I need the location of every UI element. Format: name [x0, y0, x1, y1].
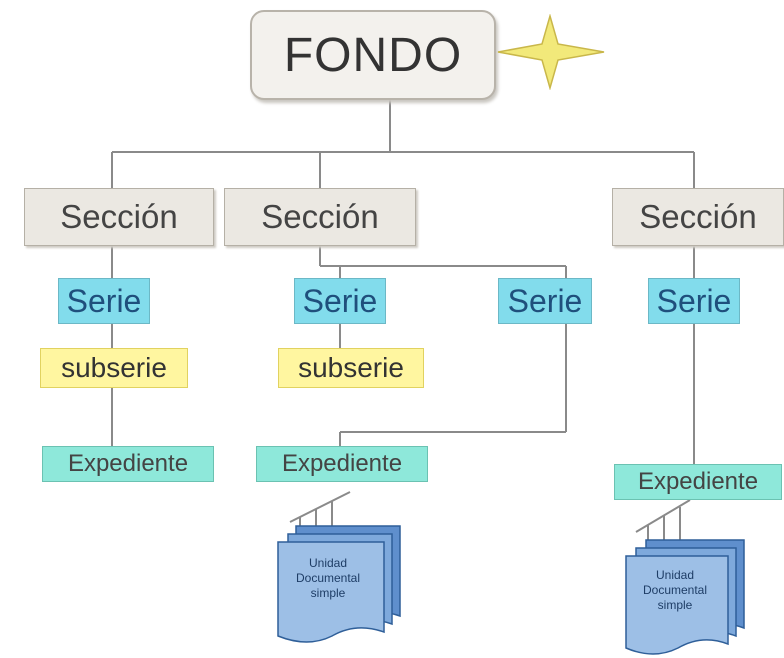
expediente-node-3: Expediente	[614, 464, 782, 500]
document-line: Documental	[642, 583, 708, 597]
serie-node-2: Serie	[294, 278, 386, 324]
section-label: Sección	[60, 198, 178, 235]
section-node-2: Sección	[224, 188, 416, 246]
document-icon	[277, 525, 401, 643]
fondo-label: FONDO	[283, 28, 463, 82]
document-line: Unidad	[308, 556, 348, 570]
serie-label: Serie	[66, 282, 142, 319]
expediente-node-1: Expediente	[42, 446, 214, 482]
fondo-node: FONDO	[250, 10, 496, 100]
serie-label: Serie	[302, 282, 378, 319]
document-line: Documental	[295, 571, 361, 585]
subserie-label: subserie	[298, 352, 404, 383]
document-stack-1: Unidad Documental simple	[272, 520, 412, 644]
subserie-label: subserie	[61, 352, 167, 383]
serie-label: Serie	[656, 282, 732, 319]
serie-node-4: Serie	[648, 278, 740, 324]
expediente-node-2: Expediente	[256, 446, 428, 482]
section-node-3: Sección	[612, 188, 784, 246]
serie-node-3: Serie	[498, 278, 592, 324]
serie-node-1: Serie	[58, 278, 150, 324]
expediente-label: Expediente	[281, 450, 403, 477]
subserie-node-2: subserie	[278, 348, 424, 388]
document-caption: Unidad Documental simple	[272, 556, 384, 601]
document-caption: Unidad Documental simple	[622, 568, 728, 613]
section-label: Sección	[261, 198, 379, 235]
expediente-label: Expediente	[637, 468, 759, 495]
document-icon	[625, 539, 745, 655]
subserie-node-1: subserie	[40, 348, 188, 388]
serie-label: Serie	[507, 282, 583, 319]
document-line: Unidad	[655, 568, 695, 582]
star-icon	[497, 14, 605, 90]
section-node-1: Sección	[24, 188, 214, 246]
document-line: simple	[310, 586, 346, 600]
expediente-label: Expediente	[67, 450, 189, 477]
document-stack-2: Unidad Documental simple	[622, 534, 752, 656]
document-line: simple	[657, 598, 693, 612]
section-label: Sección	[639, 198, 757, 235]
